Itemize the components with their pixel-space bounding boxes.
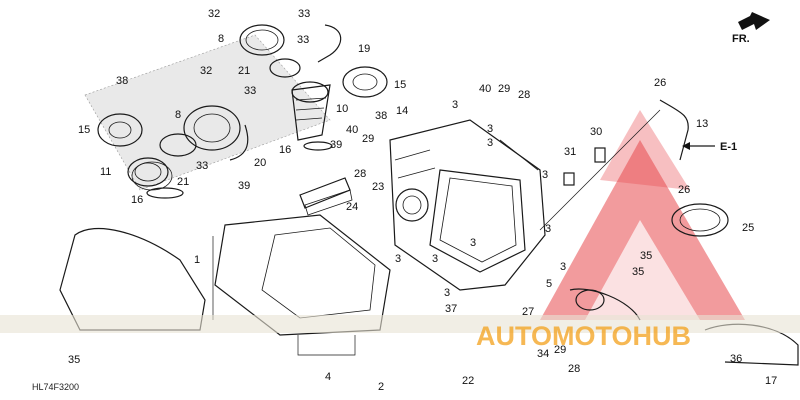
hose-19 — [317, 24, 342, 63]
callout-31: 31 — [564, 146, 576, 158]
callout-40: 40 — [346, 124, 358, 136]
callout-3: 3 — [560, 261, 566, 273]
callout-10: 10 — [336, 103, 348, 115]
clamp-21-lower — [159, 133, 197, 157]
front-arrow — [738, 12, 770, 30]
watermark-text: AUTOMOTOHUB — [476, 321, 691, 351]
callout-27: 27 — [522, 306, 534, 318]
callout-28: 28 — [518, 89, 530, 101]
callout-22: 22 — [462, 375, 474, 387]
band-16-right — [303, 141, 333, 151]
scan-band — [0, 315, 800, 333]
ref-arrow-head — [682, 142, 690, 150]
callout-36: 36 — [730, 353, 742, 365]
cover-17-left — [59, 227, 206, 331]
callout-4: 4 — [325, 371, 331, 383]
callout-3: 3 — [444, 287, 450, 299]
callout-20: 20 — [254, 157, 266, 169]
callout-15: 15 — [394, 79, 406, 91]
drain-tube-right — [569, 288, 641, 321]
leader-13 — [539, 109, 661, 231]
callout-8: 8 — [218, 33, 224, 45]
ref-label: E-1 — [720, 141, 737, 153]
callout-40: 40 — [479, 83, 491, 95]
callout-21: 21 — [177, 176, 189, 188]
callout-39: 39 — [238, 180, 250, 192]
callout-3: 3 — [470, 237, 476, 249]
callout-8: 8 — [175, 109, 181, 121]
callout-16: 16 — [131, 194, 143, 206]
diagram-code: HL74F3200 — [32, 382, 79, 392]
callout-26: 26 — [654, 77, 666, 89]
airbox-housing — [389, 119, 546, 291]
callout-2: 2 — [378, 381, 384, 393]
callout-29: 29 — [362, 133, 374, 145]
sensor-31 — [563, 172, 575, 186]
callout-3: 3 — [395, 253, 401, 265]
callout-14: 14 — [396, 105, 408, 117]
callout-33: 33 — [297, 34, 309, 46]
ring-8-middle — [183, 105, 241, 151]
bracket-4 — [297, 335, 356, 356]
sensor-30 — [594, 147, 606, 163]
callout-5: 5 — [546, 278, 552, 290]
callout-32: 32 — [200, 65, 212, 77]
callout-38: 38 — [375, 110, 387, 122]
callout-35: 35 — [68, 354, 80, 366]
filter-cover-plate — [84, 34, 331, 191]
flange-15-left — [97, 113, 143, 147]
front-arrow-label: FR. — [732, 33, 750, 45]
bracket-23-24 — [299, 177, 353, 216]
hose-10 — [291, 81, 331, 141]
band-16-left — [146, 187, 184, 199]
callout-19: 19 — [358, 43, 370, 55]
callout-16: 16 — [279, 144, 291, 156]
callout-3: 3 — [545, 223, 551, 235]
flange-15-right — [342, 66, 388, 98]
callout-3: 3 — [542, 169, 548, 181]
callout-23: 23 — [372, 181, 384, 193]
clamp-21-upper — [269, 58, 301, 78]
funnel-25 — [671, 203, 729, 237]
callout-3: 3 — [487, 137, 493, 149]
tube-13 — [659, 99, 689, 161]
callout-1: 1 — [194, 254, 200, 266]
callout-35: 35 — [632, 266, 644, 278]
callout-3: 3 — [432, 253, 438, 265]
callout-11: 11 — [100, 166, 111, 178]
callout-30: 30 — [590, 126, 602, 138]
callout-35: 35 — [640, 250, 652, 262]
callout-29: 29 — [554, 344, 566, 356]
callout-29: 29 — [498, 83, 510, 95]
ring-8-upper — [239, 24, 285, 56]
callout-33: 33 — [298, 8, 310, 20]
callout-28: 28 — [568, 363, 580, 375]
callout-21: 21 — [238, 65, 250, 77]
callout-38: 38 — [116, 75, 128, 87]
callout-17: 17 — [765, 375, 777, 387]
callout-37: 37 — [445, 303, 457, 315]
callout-33: 33 — [244, 85, 256, 97]
callout-3: 3 — [487, 123, 493, 135]
callout-3: 3 — [452, 99, 458, 111]
callout-39: 39 — [330, 139, 342, 151]
callout-32: 32 — [208, 8, 220, 20]
callout-25: 25 — [742, 222, 754, 234]
callout-24: 24 — [346, 201, 358, 213]
callout-28: 28 — [354, 168, 366, 180]
callout-15: 15 — [78, 124, 90, 136]
callout-33: 33 — [196, 160, 208, 172]
wire-20 — [229, 124, 249, 161]
watermark-logo — [540, 110, 745, 320]
callout-34: 34 — [537, 348, 549, 360]
callout-13: 13 — [696, 118, 708, 130]
callout-26: 26 — [678, 184, 690, 196]
